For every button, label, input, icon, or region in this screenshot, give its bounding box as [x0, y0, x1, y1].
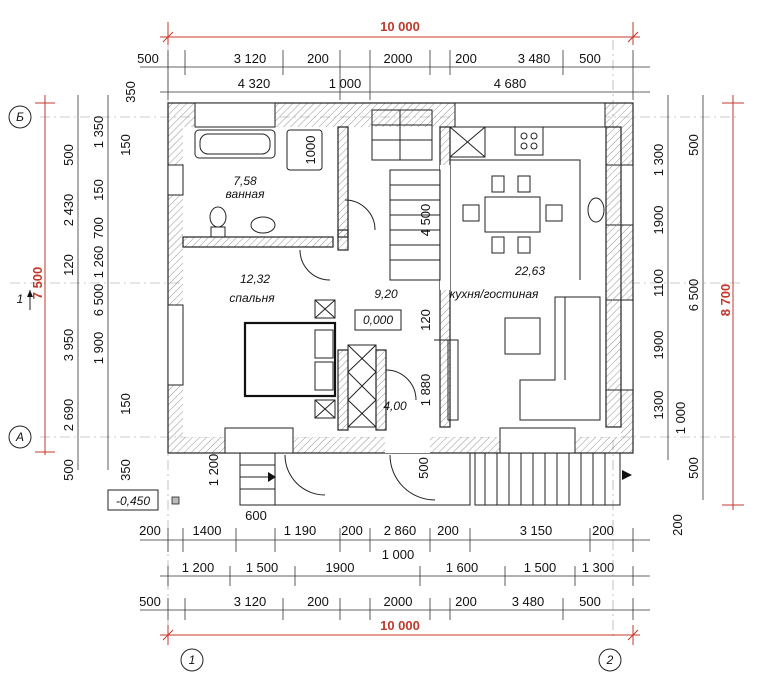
bath-area: 7,58: [233, 174, 257, 188]
hall-area: 9,20: [374, 287, 398, 301]
porch-dim-1200: 1 200: [206, 454, 221, 487]
dim-left2-3: 700: [91, 217, 106, 239]
ground-level: -0,450: [116, 494, 150, 508]
dim-right2-3: 1 000: [673, 402, 688, 435]
dim-top-3: 200: [307, 51, 329, 66]
right-total-dim: 8 700: [718, 284, 733, 317]
dim-bot2-4: 1 600: [446, 560, 479, 575]
stair-dim: 4 500: [418, 204, 433, 237]
dim-left2-6: 1 900: [91, 332, 106, 365]
axis-b-label: Б: [16, 110, 24, 124]
dim-bot2-5: 1 500: [524, 560, 557, 575]
dim-right2-4: 500: [686, 457, 701, 479]
porch: 1 200 600 500 -0,450: [107, 452, 632, 523]
dim-right1-3: 1100: [651, 269, 666, 297]
dim-bot2-3: 1900: [326, 560, 355, 575]
dim-bot3-4: 2000: [384, 594, 413, 609]
dim-right1-5: 1300: [651, 391, 666, 420]
dim-top2-3: 4 680: [494, 76, 527, 91]
right-dimensions: 1 300 1900 1100 1900 1300 500 6 500 1 00…: [651, 95, 744, 536]
dim-left2-2: 150: [91, 179, 106, 201]
staircase: 4 500: [371, 109, 441, 281]
dim-left1-6: 500: [61, 144, 76, 166]
dim-top2-2: 1 000: [329, 76, 362, 91]
dim-top-350: 350: [123, 81, 138, 103]
dim-left1-4: 3 950: [61, 329, 76, 362]
axis-2-label: 2: [606, 653, 614, 667]
dim-bot3-5: 200: [455, 594, 477, 609]
porch-dim-500: 500: [416, 457, 431, 479]
dim-left2-8: 350: [118, 459, 133, 481]
dim-top-5: 200: [455, 51, 477, 66]
section-label: 1: [17, 292, 24, 306]
dim-top-7: 500: [579, 51, 601, 66]
dim-left2-4: 1 260: [91, 246, 106, 279]
bed-name: спальня: [229, 291, 275, 305]
dim-bot1-1: 200: [139, 523, 161, 538]
dim-top2-1: 4 320: [238, 76, 271, 91]
floor-level: 0,000: [363, 313, 393, 327]
dim-bot1-4: 200: [341, 523, 363, 538]
dim-top-1: 500: [137, 51, 159, 66]
dim-top-4: 2000: [384, 51, 413, 66]
bath-name: ванная: [226, 187, 266, 201]
dim-bot1-8: 200: [592, 523, 614, 538]
top-dimensions: 10 000 500 3 120 200 2000 200 3 480 500 …: [123, 19, 650, 103]
dim-bot1-2: 1400: [193, 523, 222, 538]
dim-bot1-6: 200: [437, 523, 459, 538]
axis-a-label: А: [15, 430, 24, 444]
axis-1-label: 1: [189, 653, 196, 667]
porch-dim-600: 600: [245, 508, 267, 523]
dim-bot-1000: 1 000: [382, 547, 415, 562]
dim-bot3-2: 3 120: [234, 594, 267, 609]
top-total-dim: 10 000: [380, 19, 420, 34]
dim-left2-5: 6 500: [91, 284, 106, 317]
dim-left1-2: 2 430: [61, 194, 76, 227]
closet-area: 4,00: [383, 399, 407, 413]
dim-left2-1: 1 350: [91, 116, 106, 149]
dim-bot3-7: 500: [579, 594, 601, 609]
dim-bot1-5: 2 860: [384, 523, 417, 538]
dim-right1-2: 1900: [651, 206, 666, 235]
dim-left2-9: 150: [118, 134, 133, 156]
axis-markers: Б А 1 2 1: [8, 105, 622, 672]
bed-area: 12,32: [240, 272, 270, 286]
dim-bot1-7: 3 150: [520, 523, 553, 538]
shower-dim: 1000: [303, 136, 318, 165]
dim-bot2-1: 1 200: [182, 560, 215, 575]
left-total-dim: 7 500: [30, 267, 45, 300]
kitchen-name: кухня/гостиная: [450, 287, 539, 301]
dim-right1-1: 1 300: [651, 144, 666, 177]
kitchen-area: 22,63: [514, 264, 545, 278]
dim-bot1-3: 1 190: [284, 523, 317, 538]
dim-top-2: 3 120: [234, 51, 267, 66]
building: 1000 7,58 ванная 4 500: [167, 102, 634, 501]
dim-right2-2: 6 500: [686, 279, 701, 312]
dim-bot3-6: 3 480: [512, 594, 545, 609]
dim-bot2-6: 1 300: [582, 560, 615, 575]
dim-right2-1: 500: [686, 134, 701, 156]
dim-right-200: 200: [670, 514, 685, 536]
dim-left1-1: 500: [61, 459, 76, 481]
left-dimensions: 7 500 500 2 430 120 3 950 2 690 500 1 35…: [30, 95, 133, 481]
bottom-total-dim: 10 000: [380, 618, 420, 633]
dim-1880: 1 880: [418, 374, 433, 407]
dim-left1-3: 120: [61, 254, 76, 276]
dim-bot2-2: 1 500: [246, 560, 279, 575]
dim-left2-7: 150: [118, 393, 133, 415]
dim-bot3-1: 500: [139, 594, 161, 609]
bottom-dimensions: 200 1400 1 190 200 2 860 200 3 150 200 1…: [139, 523, 650, 645]
dim-bot3-3: 200: [307, 594, 329, 609]
dim-left1-5: 2 690: [61, 399, 76, 432]
dim-top-6: 3 480: [518, 51, 551, 66]
dim-120: 120: [418, 309, 433, 331]
dim-right1-4: 1900: [651, 331, 666, 360]
